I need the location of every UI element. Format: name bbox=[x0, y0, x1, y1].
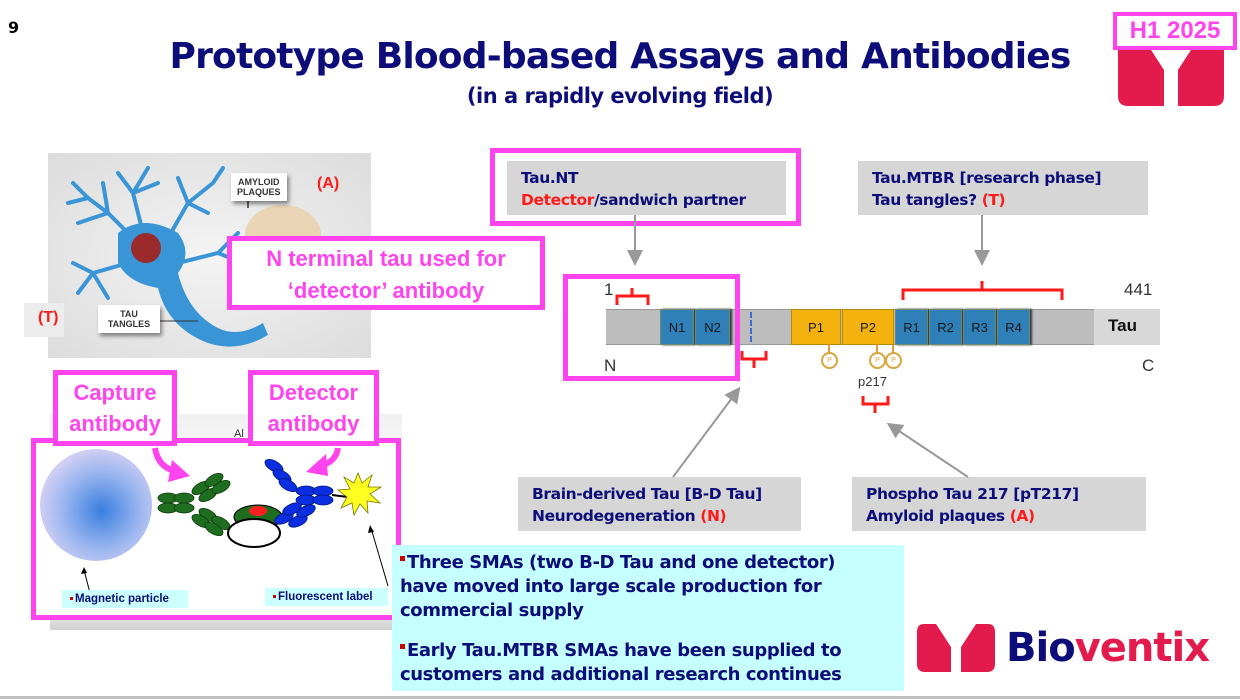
domain-n2: N2 bbox=[695, 309, 730, 345]
bullet-item: Early Tau.MTBR SMAs have been supplied t… bbox=[400, 639, 900, 687]
tau-mtbr-tag: (T) bbox=[981, 191, 1006, 209]
bioventix-logo-icon bbox=[1118, 36, 1224, 106]
detector-antibody-callout: Detector antibody bbox=[248, 370, 379, 446]
bullet-icon bbox=[273, 595, 276, 599]
start-residue: 1 bbox=[604, 280, 614, 299]
bioventix-footer-logo-icon bbox=[917, 624, 995, 672]
tau-nt-sandwich: /sandwich partner bbox=[594, 191, 746, 209]
tau-mtbr-desc: Tau tangles? bbox=[872, 191, 982, 209]
mtbr-bracket bbox=[901, 281, 1064, 300]
bd-tau-connector bbox=[672, 386, 741, 478]
fluorescent-label-icon bbox=[336, 471, 383, 517]
n-terminus: N bbox=[604, 356, 617, 375]
assay-hidden-text: Al bbox=[234, 428, 244, 440]
wordmark-bio: Bio bbox=[1006, 625, 1076, 671]
bd-tau-box: Brain-derived Tau [B-D Tau] Neurodegener… bbox=[518, 477, 801, 531]
domain-r4: R4 bbox=[997, 309, 1030, 345]
domain-r3: R3 bbox=[963, 309, 996, 345]
tau-tag: (T) bbox=[38, 309, 59, 326]
detector-antibody-icon bbox=[264, 458, 334, 528]
phospho-icon: P bbox=[885, 352, 902, 369]
key-points-panel: Three SMAs (two B-D Tau and one detector… bbox=[392, 545, 904, 691]
bullet-line: Three SMAs (two B-D Tau and one detector… bbox=[407, 552, 836, 573]
phospho-stem bbox=[828, 345, 830, 355]
magnetic-particle-icon bbox=[40, 449, 152, 561]
tau-protein-name: Tau bbox=[1108, 316, 1137, 335]
domain-r2: R2 bbox=[929, 309, 962, 345]
end-residue: 441 bbox=[1124, 280, 1153, 299]
phospho-icon: P bbox=[821, 352, 838, 369]
detector-line2: antibody bbox=[267, 411, 360, 436]
n-terminal-highlight bbox=[563, 274, 740, 381]
fluorescent-label-text: Fluorescent label bbox=[278, 591, 373, 603]
domain-p1: P1 bbox=[791, 309, 841, 345]
bullet-line: Early Tau.MTBR SMAs have been supplied t… bbox=[407, 640, 842, 661]
domain-r1: R1 bbox=[895, 309, 928, 345]
bullet-line: have moved into large scale production f… bbox=[400, 576, 822, 597]
amyloid-tag: (A) bbox=[317, 175, 340, 192]
phospho-stem bbox=[892, 345, 894, 355]
tau-label-line1: TAU bbox=[120, 309, 138, 319]
bd-tau-title: Brain-derived Tau [B-D Tau] bbox=[532, 485, 762, 503]
c-terminus: C bbox=[1142, 356, 1155, 375]
domain-p2: P2 bbox=[842, 309, 894, 345]
tau-tag-bg bbox=[24, 303, 64, 337]
tau-nt-title: Tau.NT bbox=[521, 169, 579, 187]
amyloid-plaques-label: AMYLOID PLAQUES bbox=[231, 173, 287, 201]
wordmark-ventix: ventix bbox=[1074, 625, 1210, 671]
callout-arrows bbox=[152, 447, 341, 482]
bd-tau-tag: (N) bbox=[700, 507, 727, 525]
pt217-tag: (A) bbox=[1009, 507, 1035, 525]
amyloid-label-line2: PLAQUES bbox=[237, 187, 281, 197]
bullet-icon bbox=[70, 597, 73, 601]
period-badge: H1 2025 bbox=[1113, 12, 1237, 50]
capture-antibody-icon bbox=[157, 472, 231, 537]
phospho-stem bbox=[876, 345, 878, 355]
bullet-line: commercial supply bbox=[400, 600, 584, 621]
sandwich-assay-diagram bbox=[40, 449, 389, 594]
bd-tau-desc: Neurodegeneration bbox=[532, 507, 701, 525]
tau-mtbr-title: Tau.MTBR [research phase] bbox=[872, 169, 1102, 187]
dashed-marker bbox=[750, 312, 754, 342]
amyloid-label-line1: AMYLOID bbox=[238, 177, 280, 187]
bd-tau-bracket bbox=[740, 351, 768, 368]
bullet-icon bbox=[400, 643, 405, 649]
bioventix-wordmark: Bioventix bbox=[1006, 622, 1210, 674]
pt217-connector bbox=[886, 422, 969, 478]
pt217-title: Phospho Tau 217 [pT217] bbox=[866, 485, 1079, 503]
n-terminal-line2: ‘detector’ antibody bbox=[287, 278, 485, 303]
slide-subtitle: (in a rapidly evolving field) bbox=[466, 84, 774, 108]
capture-line1: Capture bbox=[73, 380, 157, 405]
n-terminal-callout: N terminal tau used for ‘detector’ antib… bbox=[227, 236, 545, 310]
magnetic-particle-label: Magnetic particle bbox=[62, 590, 188, 608]
antigen-icon bbox=[227, 518, 281, 548]
p217-label: p217 bbox=[858, 374, 887, 389]
pt217-desc: Amyloid plaques bbox=[866, 507, 1010, 525]
tau-label-bg bbox=[1094, 309, 1160, 345]
detector-line1: Detector bbox=[268, 380, 359, 405]
tau-label-line2: TANGLES bbox=[107, 319, 151, 329]
domain-n1: N1 bbox=[660, 309, 694, 345]
tau-nt-box: Tau.NT Detector/sandwich partner bbox=[507, 161, 786, 215]
tau-mtbr-box: Tau.MTBR [research phase] Tau tangles? (… bbox=[858, 161, 1148, 215]
tau-nt-detector: Detector bbox=[521, 191, 594, 209]
capture-line2: antibody bbox=[69, 411, 161, 436]
fluorescent-label-caption: Fluorescent label bbox=[265, 588, 388, 606]
nt-bracket bbox=[615, 288, 650, 305]
pt217-box: Phospho Tau 217 [pT217] Amyloid plaques … bbox=[852, 477, 1146, 531]
tau-tangles-label: TAU TANGLES bbox=[98, 305, 160, 333]
slide-title: Prototype Blood-based Assays and Antibod… bbox=[169, 36, 1071, 77]
bullet-item: Three SMAs (two B-D Tau and one detector… bbox=[400, 551, 900, 623]
bullet-line: customers and additional research contin… bbox=[400, 664, 842, 685]
magnetic-particle-text: Magnetic particle bbox=[75, 593, 169, 605]
bullet-icon bbox=[400, 555, 405, 561]
phospho-icon: P bbox=[869, 352, 886, 369]
slide-number: 9 bbox=[8, 18, 20, 37]
footer-divider bbox=[0, 696, 1240, 699]
pt217-bracket bbox=[861, 396, 890, 413]
capture-antibody-callout: Capture antibody bbox=[53, 370, 177, 446]
n-terminal-line1: N terminal tau used for bbox=[266, 246, 506, 271]
